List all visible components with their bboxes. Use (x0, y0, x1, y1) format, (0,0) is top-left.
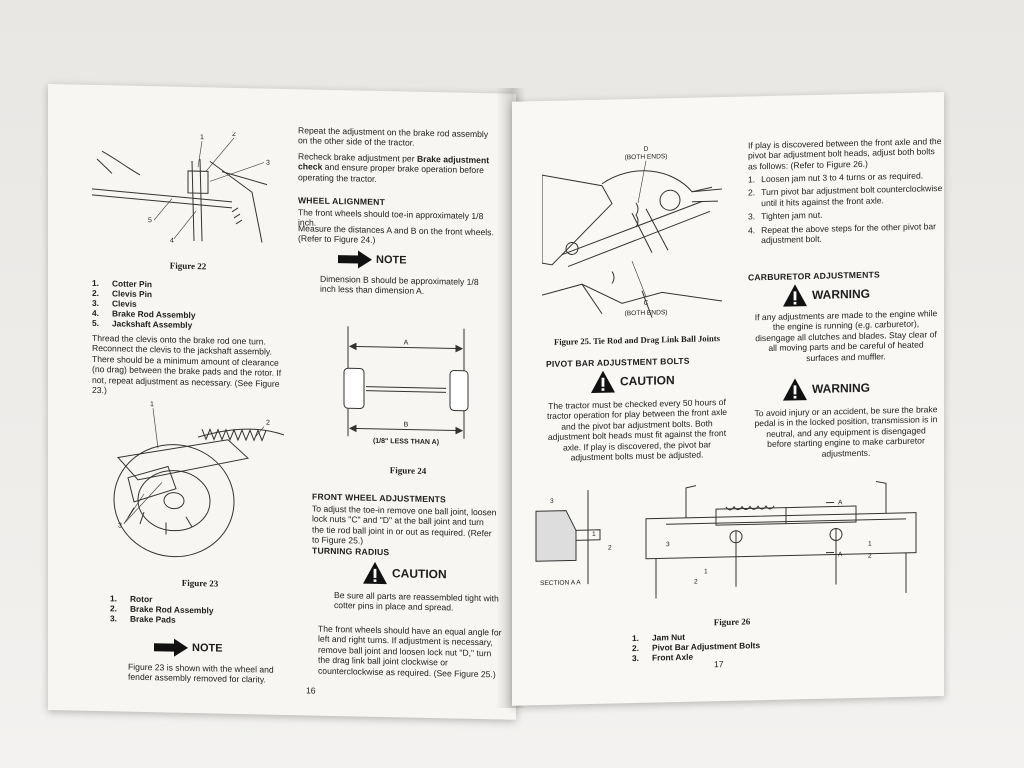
note-callout-left: NOTE (154, 638, 223, 657)
fig26-callout-3: 3 (666, 541, 670, 548)
figure-25-caption: Figure 25. Tie Rod and Drag Link Ball Jo… (554, 333, 720, 347)
fig26-callout-1: 1 (704, 568, 708, 575)
arrow-right-icon (338, 250, 372, 269)
figure-26-illustration: SECTION A A 3 1 2 3 1 2 1 2 A A (526, 472, 936, 609)
fig23-callout-2: 2 (266, 420, 270, 427)
caution-label: CAUTION (392, 566, 447, 582)
fig26-section-label: SECTION A A (540, 579, 581, 587)
figure-23-parts-list: 1.Rotor 2.Brake Rod Assembly 3.Brake Pad… (110, 593, 290, 627)
fig26-callout-1-left: 1 (592, 531, 596, 538)
front-wheels-angle-text: The front wheels should have an equal an… (318, 623, 502, 680)
note-callout-dimension: NOTE (338, 250, 407, 269)
fig25-label-both-ends-bottom: (BOTH ENDS) (625, 309, 668, 317)
warning-1-text: If any adjustments are made to the engin… (754, 308, 938, 363)
figure-23-caption: Figure 23 (181, 577, 219, 589)
fig26-callout-2-right: 2 (868, 553, 872, 560)
figure-24-illustration: A B (1/8" LESS THAN A) (326, 316, 486, 455)
figure-23-illustration: 1 2 3 (98, 397, 294, 569)
figure-22-caption: Figure 22 (169, 260, 207, 272)
warning-triangle-icon (783, 284, 807, 307)
fig26-section-a-bottom: A (838, 551, 843, 558)
note-text-figure-23: Figure 23 is shown with the wheel and fe… (128, 661, 274, 685)
arrow-right-icon (154, 638, 188, 657)
caution-callout-right: CAUTION (590, 368, 675, 394)
fig22-callout-3: 3 (266, 160, 270, 167)
figure-22-illustration: 1 2 3 4 5 (92, 129, 282, 253)
caution-label: CAUTION (620, 373, 675, 389)
warning-2-text: To avoid injury or an accident, be sure … (754, 404, 938, 459)
fig26-callout-1-right: 1 (868, 541, 872, 548)
pivot-bar-caution-text: The tractor must be checked every 50 hou… (546, 396, 728, 463)
list-item: 1.Loosen jam nut 3 to 4 turns or as requ… (748, 170, 924, 185)
front-wheel-adjustments-heading: FRONT WHEEL ADJUSTMENTS (312, 491, 446, 505)
front-wheel-adjustments-text: To adjust the toe-in remove one ball joi… (312, 503, 497, 546)
pivot-bar-heading: PIVOT BAR ADJUSTMENT BOLTS (546, 355, 690, 370)
carburetor-adjustments-heading: CARBURETOR ADJUSTMENTS (748, 269, 880, 283)
repeat-adjustment-text: Repeat the adjustment on the brake rod a… (298, 125, 489, 149)
warning-label: WARNING (812, 286, 870, 302)
warning-label: WARNING (812, 380, 870, 396)
warning-triangle-icon (363, 561, 387, 585)
figure-22-parts-list: 1.Cotter Pin 2.Clevis Pin 3.Clevis 4.Bra… (92, 278, 272, 332)
fig22-callout-2: 2 (232, 131, 236, 138)
turning-radius-heading: TURNING RADIUS (312, 545, 390, 558)
fig26-section-a-top: A (838, 499, 843, 506)
fig23-callout-3: 3 (118, 522, 122, 529)
wheel-alignment-heading: WHEEL ALIGNMENT (298, 195, 386, 208)
list-item: 4.Repeat the above steps for the other p… (748, 220, 937, 246)
fig26-callout-2-left: 2 (608, 545, 612, 552)
recheck-brake-text: Recheck brake adjustment per Brake adjus… (298, 151, 490, 184)
dimension-b-note-text: Dimension B should be approximately 1/8 … (320, 273, 479, 297)
fig23-callout-1: 1 (150, 401, 154, 408)
fig24-label-b: B (404, 421, 409, 428)
fig25-label-c: C (644, 300, 649, 307)
list-item: 3.Tighten jam nut. (748, 209, 823, 222)
figure-26-caption: Figure 26 (713, 616, 751, 628)
note-label: NOTE (376, 253, 407, 267)
measure-distances-text: Measure the distances A and B on the fro… (298, 223, 494, 246)
figure-25-illustration: D (BOTH ENDS) C (BOTH ENDS) (542, 141, 722, 325)
right-page: D (BOTH ENDS) C (BOTH ENDS) Figure 25. T… (512, 92, 944, 706)
note-label: NOTE (192, 642, 223, 655)
fig26-callout-2: 2 (694, 579, 698, 586)
fig24-dimension-label: (1/8" LESS THAN A) (373, 438, 439, 446)
page-number-left: 16 (306, 685, 316, 696)
play-discovered-text: If play is discovered between the front … (748, 136, 942, 172)
warning-callout-2: WARNING (782, 376, 870, 402)
figure-26-parts-list: 1.Jam Nut 2.Pivot Bar Adjustment Bolts 3… (632, 628, 852, 663)
list-item: 2.Turn pivot bar adjustment bolt counter… (748, 183, 943, 208)
caution-callout-left: CAUTION (362, 561, 447, 587)
fig22-callout-1: 1 (200, 134, 204, 141)
left-page: 1 2 3 4 5 Figure 22 1.Cotter Pin 2.Clevi… (48, 84, 516, 720)
fig25-label-both-ends-top: (BOTH ENDS) (625, 153, 668, 161)
thread-clevis-paragraph: Thread the clevis onto the brake rod one… (92, 332, 282, 396)
fig22-callout-5: 5 (148, 217, 152, 224)
fig26-callout-3-left: 3 (550, 498, 554, 505)
fig22-callout-4: 4 (170, 238, 174, 245)
page-number-right: 17 (714, 659, 724, 670)
adjustment-steps-list: 1.Loosen jam nut 3 to 4 turns or as requ… (748, 170, 944, 246)
turning-radius-caution-text: Be sure all parts are reassembled tight … (334, 589, 499, 613)
fig25-label-d: D (644, 146, 649, 153)
fig24-label-a: A (404, 339, 409, 346)
warning-callout-1: WARNING (782, 282, 870, 308)
warning-triangle-icon (783, 378, 807, 401)
figure-24-caption: Figure 24 (389, 465, 427, 476)
warning-triangle-icon (591, 370, 615, 394)
